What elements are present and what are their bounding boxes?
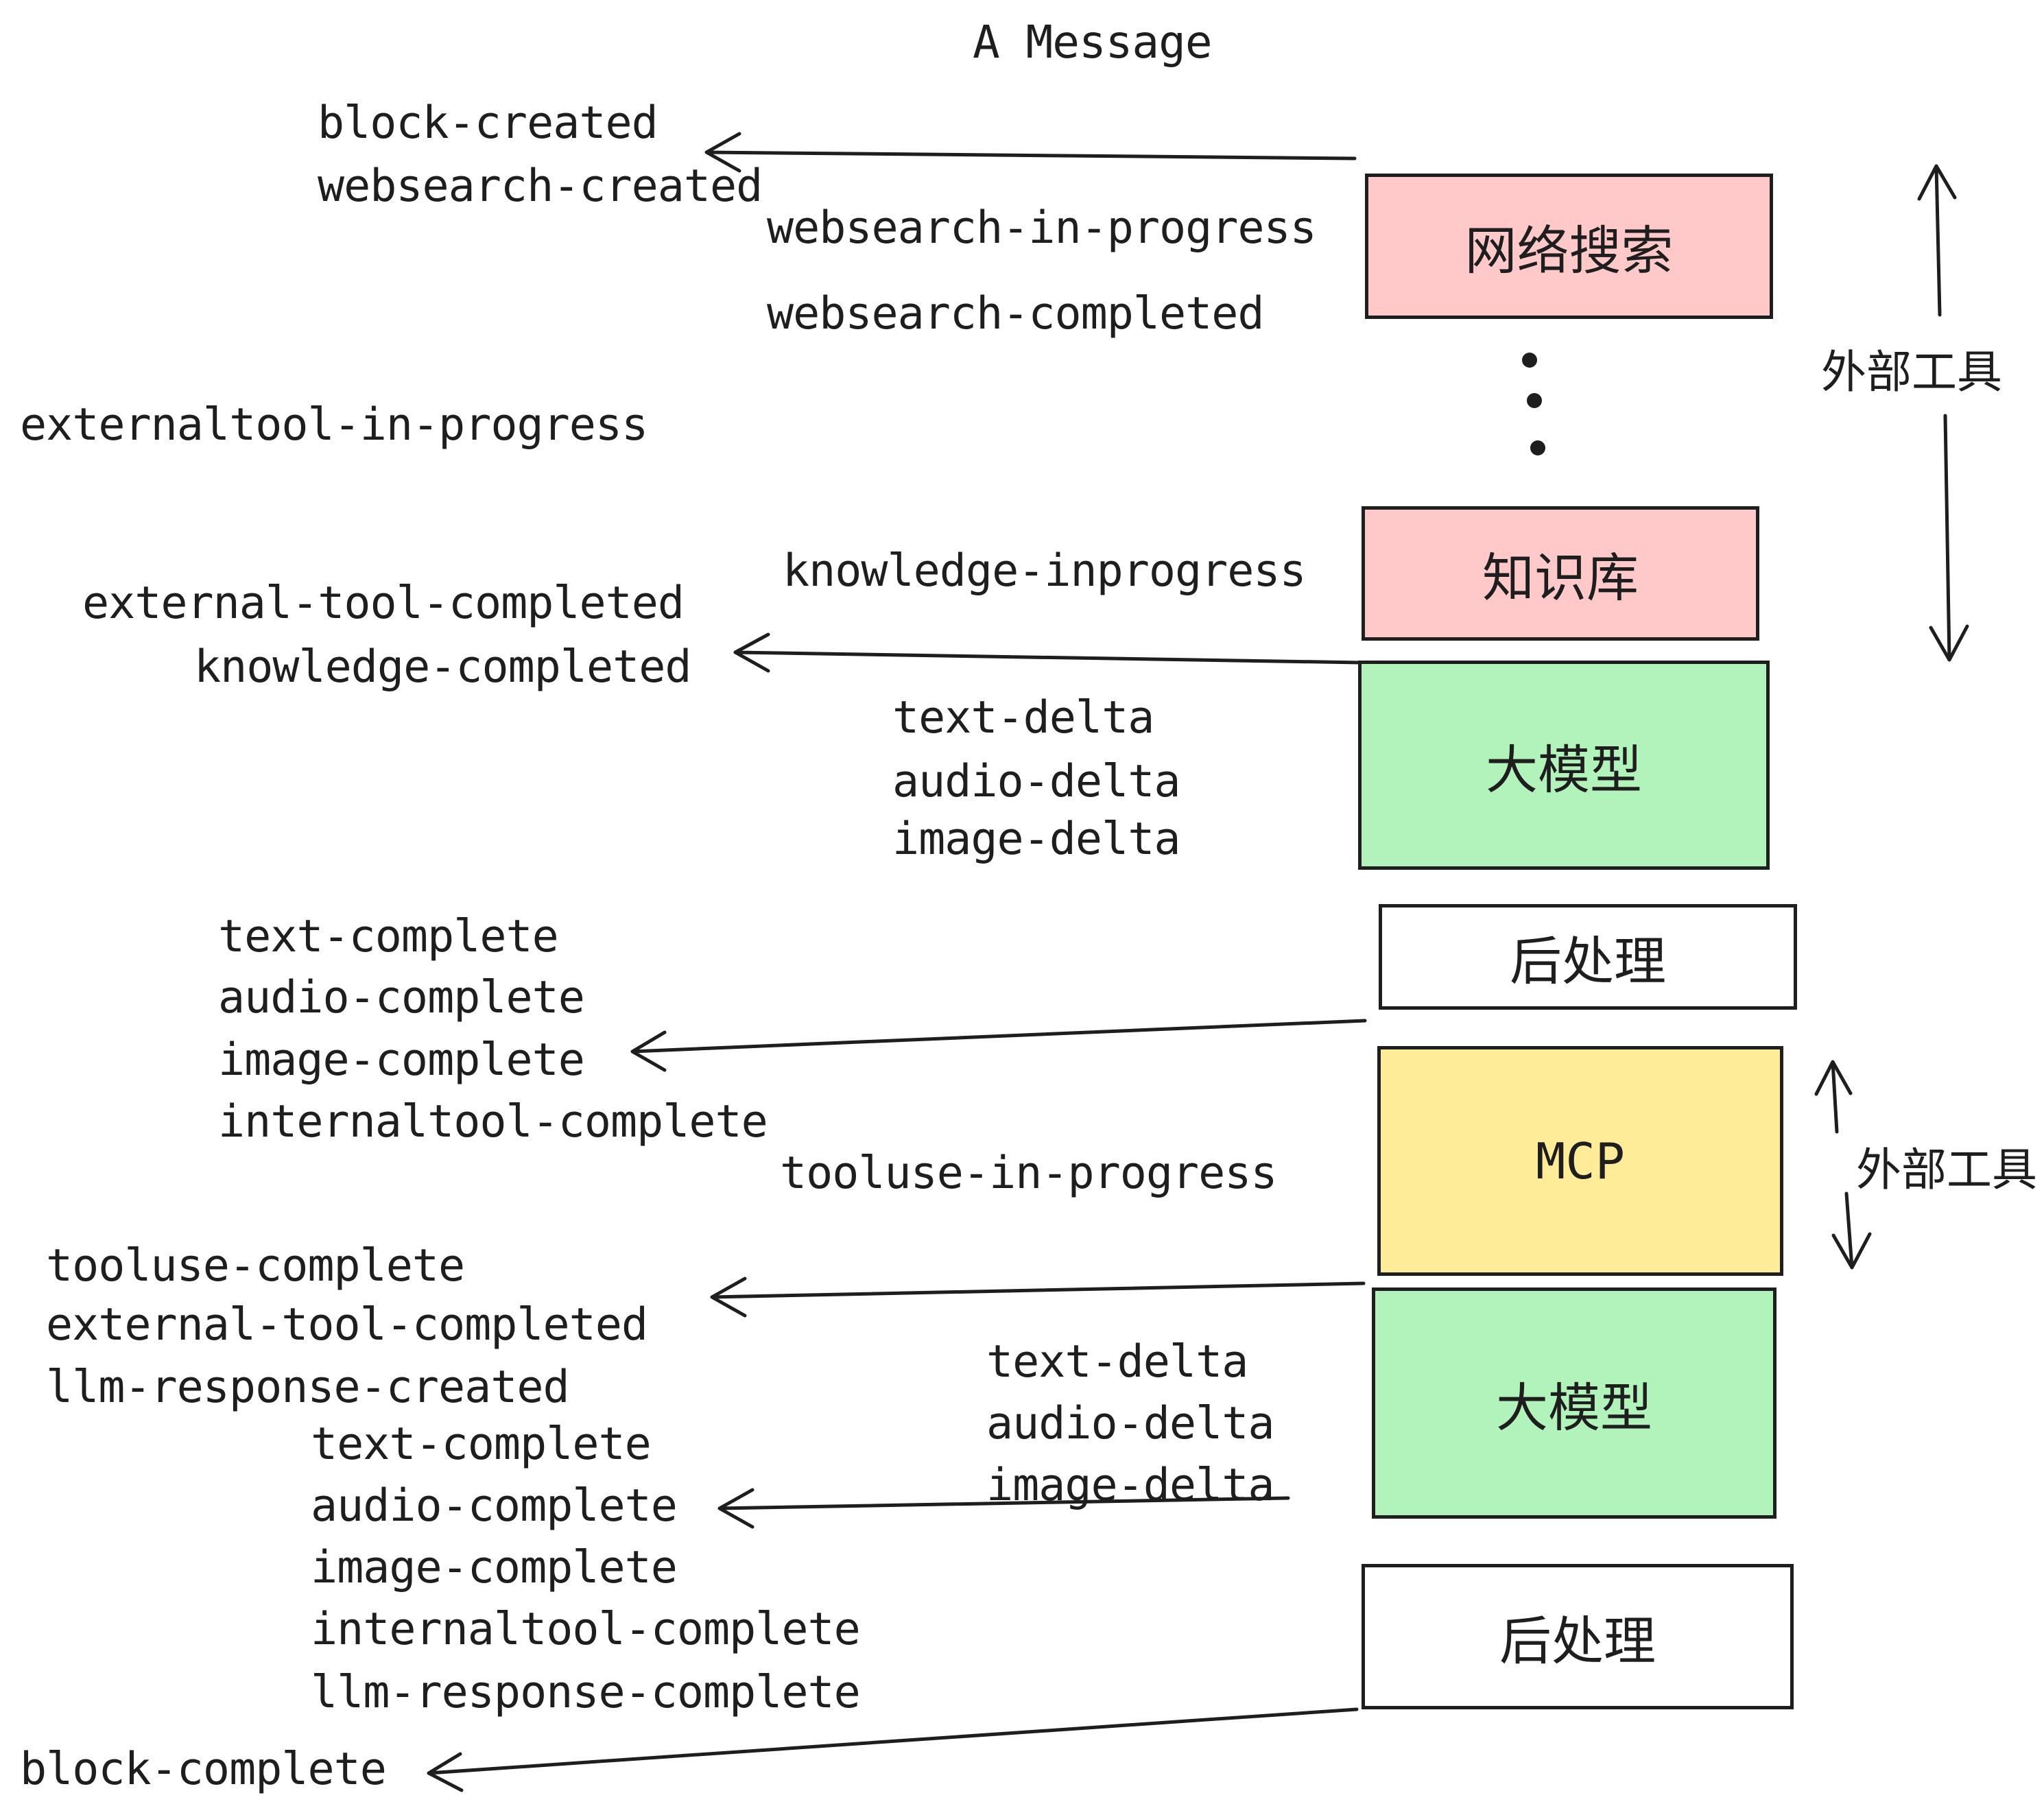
external-tools-label-2: 外部工具 [1856,1144,2037,1195]
event-text-delta: text-delta [892,692,1154,744]
event-text-delta-llm2: text-delta [986,1336,1248,1388]
box-postprocess-2: 后处理 [1362,1564,1794,1709]
external-tools-down-arrow-2 [1831,1191,1872,1270]
event-websearch-completed: websearch-completed [767,288,1265,340]
arrow-block-created [704,132,1357,173]
event-block-complete: block-complete [20,1744,387,1795]
box-mcp: MCP [1377,1046,1783,1276]
arrow-block-complete [427,1707,1359,1792]
event-llm-response-complete: llm-response-complete [311,1667,861,1718]
box-knowledge: 知识库 [1362,506,1759,641]
event-externaltool-in-progress: externaltool-in-progress [20,399,648,451]
box-llm-2: 大模型 [1372,1287,1776,1519]
event-audio-delta: audio-delta [892,756,1180,807]
box-llm-1: 大模型 [1358,661,1770,870]
event-internaltool-complete-2: internaltool-complete [311,1604,861,1655]
event-text-complete: text-complete [218,911,559,962]
event-external-tool-completed-2: external-tool-completed [46,1299,648,1351]
external-tools-down-arrow-1 [1929,414,1969,662]
external-tools-up-arrow-1 [1917,164,1957,317]
event-knowledge-completed: knowledge-completed [194,641,692,693]
arrow-knowledge-completed [733,632,1364,673]
event-audio-complete: audio-complete [218,972,585,1023]
event-websearch-in-progress: websearch-in-progress [767,202,1317,254]
event-image-delta-llm2: image-delta [986,1460,1274,1511]
event-image-delta: image-delta [892,814,1180,865]
event-tooluse-in-progress: tooluse-in-progress [780,1148,1278,1199]
box-postprocess-1: 后处理 [1379,904,1797,1010]
ellipsis-dot [1530,440,1545,455]
external-tools-up-arrow-2 [1814,1060,1853,1134]
ellipsis-dot [1522,353,1537,368]
event-tooluse-complete: tooluse-complete [46,1240,465,1292]
event-llm-response-created: llm-response-created [46,1362,570,1413]
event-audio-delta-llm2: audio-delta [986,1398,1274,1449]
event-image-complete: image-complete [218,1034,585,1086]
ellipsis-dot [1527,393,1542,408]
arrow-image-complete [630,1019,1367,1072]
external-tools-label-1: 外部工具 [1821,346,2002,397]
event-block-created: block-created [318,97,658,149]
event-knowledge-inprogress: knowledge-inprogress [783,545,1307,597]
event-text-complete-2: text-complete [311,1419,652,1470]
event-internaltool-complete: internaltool-complete [218,1096,768,1148]
event-websearch-created: websearch-created [318,161,763,212]
event-external-tool-completed: external-tool-completed [82,578,685,629]
event-audio-complete-2: audio-complete [311,1480,678,1532]
arrow-audio-complete [717,1488,1290,1529]
box-websearch: 网络搜索 [1365,174,1773,319]
arrow-tooluse-complete [710,1277,1366,1318]
page-title: A Message [973,16,1213,69]
event-image-complete-2: image-complete [311,1542,678,1593]
